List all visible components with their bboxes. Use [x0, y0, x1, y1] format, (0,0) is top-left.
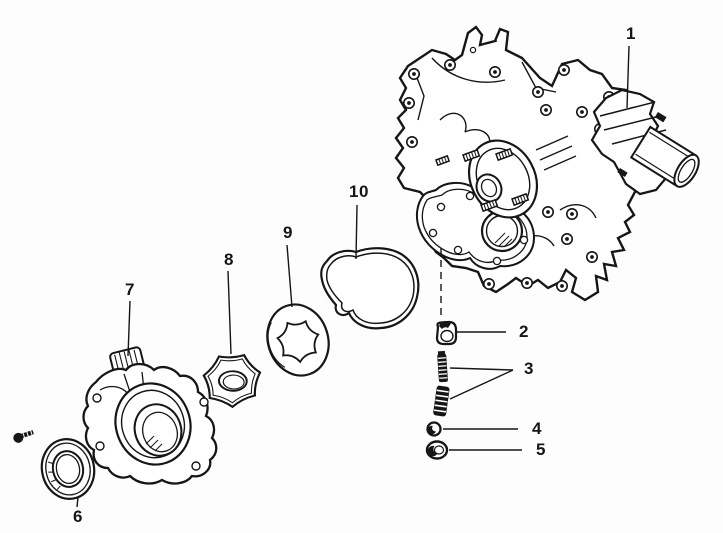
leader-3b	[449, 369, 514, 400]
callout-3: 3	[524, 359, 534, 378]
leader-8	[227, 270, 232, 355]
leader-9	[286, 244, 293, 308]
gasket	[320, 247, 420, 330]
spring-lower	[433, 385, 450, 417]
bolt-holes	[402, 58, 615, 292]
screw-glyph	[13, 430, 34, 443]
pump-body	[82, 346, 218, 485]
oil-seal	[40, 438, 96, 500]
housing-assembly	[394, 25, 700, 302]
callout-5: 5	[536, 440, 546, 459]
check-ball	[426, 421, 442, 437]
leader-6	[76, 496, 79, 508]
callout-1: 1	[626, 24, 636, 43]
callout-2: 2	[519, 322, 529, 341]
leader-lines	[76, 45, 630, 508]
callout-4: 4	[532, 419, 542, 438]
pulley-hub	[435, 139, 539, 219]
cup-plug	[435, 320, 458, 346]
callout-8: 8	[224, 250, 234, 269]
leader-1	[626, 45, 630, 109]
leader-7	[127, 300, 131, 357]
callout-7: 7	[125, 280, 135, 299]
leader-10	[355, 204, 358, 260]
callout-6: 6	[73, 507, 83, 526]
callout-9: 9	[283, 223, 293, 242]
thermostat-outlet	[590, 88, 700, 196]
leader-3a	[449, 367, 514, 371]
outer-rotor	[266, 303, 330, 377]
callout-10: 10	[349, 182, 369, 201]
end-plug	[425, 440, 449, 460]
outlet-pipe	[629, 125, 700, 188]
inner-rotor	[202, 353, 262, 409]
hub-studs	[435, 147, 530, 213]
spring-upper	[437, 350, 448, 383]
